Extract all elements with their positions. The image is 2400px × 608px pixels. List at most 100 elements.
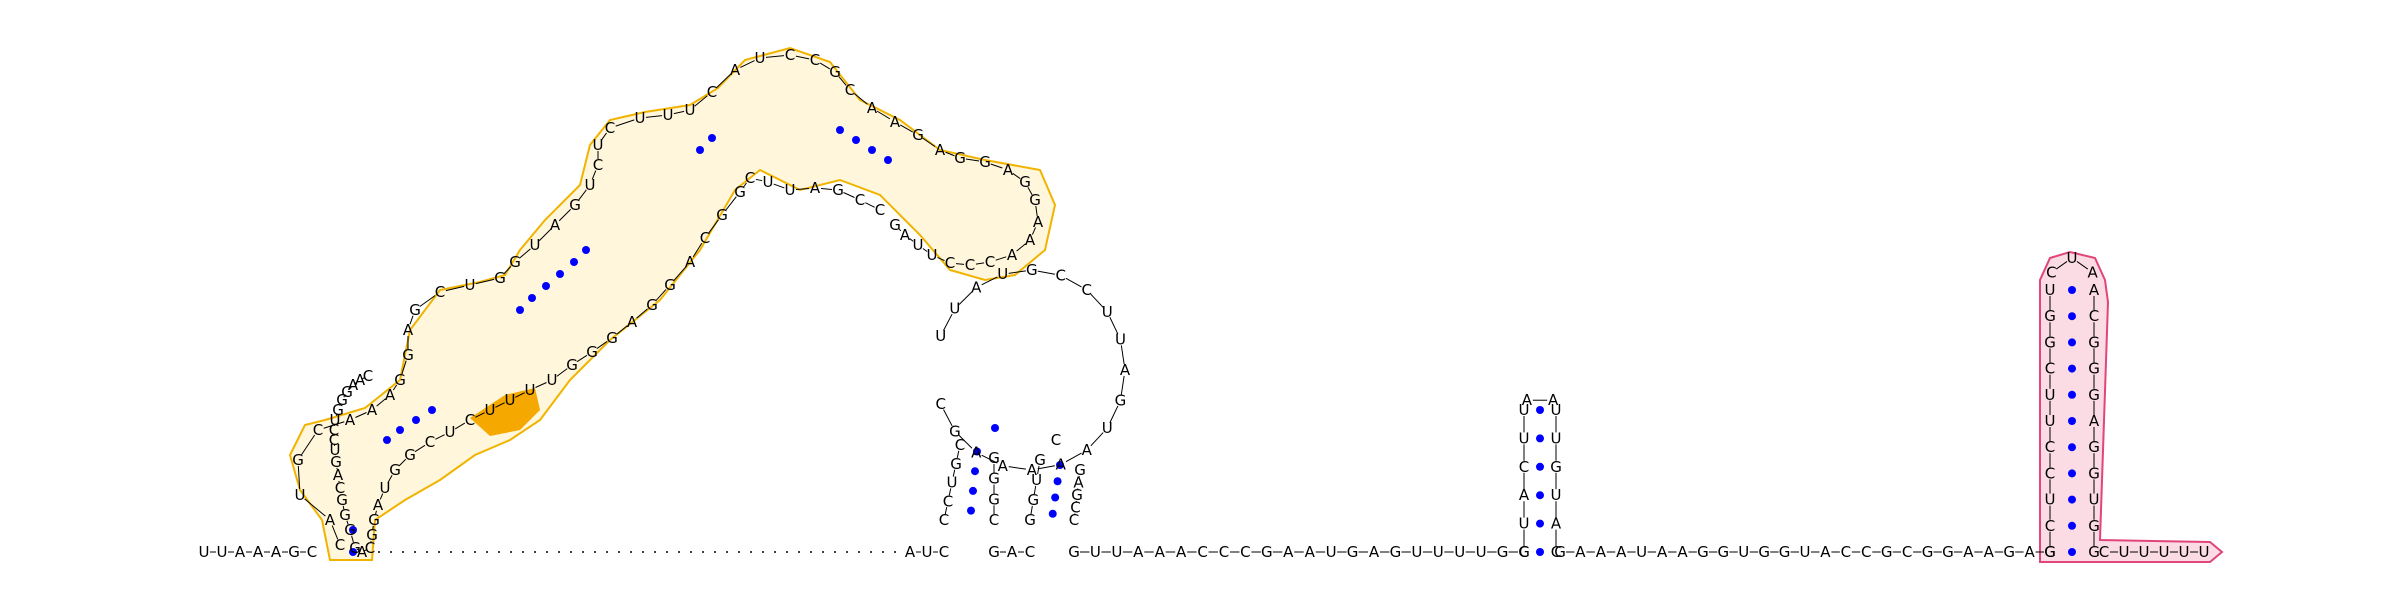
five-prime-nucleotide: C: [307, 543, 317, 561]
stem-nucleotide: C: [989, 511, 999, 529]
domain-nucleotide: G: [1019, 173, 1031, 191]
stem-nucleotide: U: [1031, 471, 1042, 489]
backbone-link: [636, 308, 648, 319]
domain-nucleotide: A: [355, 371, 366, 389]
domain-nucleotide: A: [403, 321, 414, 339]
backbone-link: [1120, 345, 1125, 365]
junction-nucleotide: U: [1476, 543, 1487, 561]
domain-nucleotide: G: [606, 329, 618, 347]
terminator-loop-nucleotide: C: [2046, 263, 2056, 281]
domain-nucleotide: G: [404, 446, 416, 464]
stem-nucleotide: G: [1024, 511, 1036, 529]
stem-nucleotide: C: [939, 511, 949, 529]
junction-nucleotide: C: [1902, 543, 1912, 561]
domain-nucleotide: U: [927, 246, 938, 264]
domain-nucleotide: C: [945, 254, 955, 272]
domain-nucleotide: A: [890, 113, 901, 131]
loop-nucleotide: C: [935, 395, 945, 413]
base-pair-dot: [516, 306, 524, 314]
backbone-link: [655, 289, 667, 301]
base-pair-dot: [2068, 364, 2076, 373]
backbone-link: [943, 409, 953, 427]
backbone-link: [795, 55, 810, 60]
backbone-link: [409, 315, 414, 325]
domain-highlight-outline: [288, 46, 1057, 561]
domain-nucleotide: A: [550, 216, 561, 234]
backbone-link: [1120, 375, 1125, 395]
domain-nucleotide: A: [900, 226, 911, 244]
domain-nucleotide: A: [685, 253, 696, 271]
five-prime-nucleotide: A: [271, 543, 282, 561]
domain-nucleotide: U: [755, 49, 766, 67]
stem-nucleotide: C: [955, 436, 965, 454]
domain-nucleotide: A: [810, 179, 821, 197]
backbone-link: [435, 434, 445, 440]
backbone-link: [673, 266, 687, 281]
backbone-link: [948, 488, 952, 496]
backbone-link: [1027, 187, 1033, 195]
base-pair-dot: [2068, 548, 2076, 556]
backbone-link: [331, 525, 339, 540]
backbone-link: [740, 60, 755, 68]
backbone-link: [922, 248, 928, 252]
loop-nucleotide: C: [1081, 281, 1091, 299]
domain-nucleotide: U: [547, 371, 558, 389]
domain-nucleotide: C: [785, 46, 795, 64]
domain-nucleotide: U: [295, 486, 306, 504]
junction-nucleotide: G: [1261, 543, 1273, 561]
hairpin-nucleotide: U: [1551, 486, 1562, 504]
terminator-highlight-outline: [2039, 250, 2224, 563]
hairpin-nucleotide: A: [1519, 486, 1530, 504]
domain-nucleotide: C: [329, 421, 339, 439]
three-prime-nucleotide: U: [2199, 543, 2210, 561]
backbone-link: [975, 262, 985, 265]
backbone-link: [1037, 270, 1055, 275]
loop-nucleotide: A: [1027, 461, 1038, 479]
junction-nucleotide: A: [1283, 543, 1294, 561]
terminator-nucleotide: G: [2088, 386, 2100, 404]
domain-nucleotide: U: [330, 411, 341, 429]
junction-nucleotide: A: [1176, 543, 1187, 561]
domain-nucleotide: A: [333, 466, 344, 484]
junction-nucleotide: U: [1433, 543, 1444, 561]
domain-nucleotide: A: [1007, 246, 1018, 264]
backbone-link: [387, 475, 393, 483]
backbone-link: [692, 242, 703, 258]
domain-nucleotide: G: [1029, 191, 1041, 209]
domain-nucleotide: U: [330, 441, 341, 459]
backbone-link: [558, 208, 572, 222]
domain-nucleotide: U: [445, 423, 456, 441]
junction-nucleotide: A: [1677, 543, 1688, 561]
domain-nucleotide: G: [336, 391, 348, 409]
backbone-link: [392, 384, 398, 391]
backbone-link: [1033, 485, 1037, 495]
backbone-link: [820, 188, 833, 190]
junction-nucleotide: A: [1820, 543, 1831, 561]
terminator-nucleotide: C: [2089, 307, 2099, 325]
domain-nucleotide: A: [627, 313, 638, 331]
junction-nucleotide: G: [1758, 543, 1770, 561]
domain-nucleotide: A: [935, 141, 946, 159]
domain-nucleotide: C: [593, 156, 603, 174]
backbone-link: [475, 412, 485, 418]
base-pair-dot: [1536, 406, 1544, 414]
base-pair-dot: [2068, 286, 2076, 294]
base-pair-dot: [1536, 462, 1544, 471]
backbone-link: [876, 110, 891, 120]
domain-nucleotide: C: [845, 81, 855, 99]
terminator-nucleotide: U: [2045, 281, 2056, 299]
base-pair-dot: [1536, 491, 1544, 500]
domain-nucleotide: C: [700, 229, 710, 247]
junction-nucleotide: G: [2003, 543, 2015, 561]
domain-nucleotide: G: [509, 253, 521, 271]
backbone-link: [755, 178, 763, 182]
backbone-link: [922, 137, 936, 148]
backbone-link: [364, 548, 368, 552]
domain-nucleotide: G: [341, 383, 353, 401]
backbone-link: [645, 115, 663, 118]
junction-nucleotide: U: [1738, 543, 1749, 561]
base-pair-dot: [2068, 469, 2076, 478]
backbone-link: [414, 444, 426, 453]
backbone-link: [899, 124, 914, 133]
